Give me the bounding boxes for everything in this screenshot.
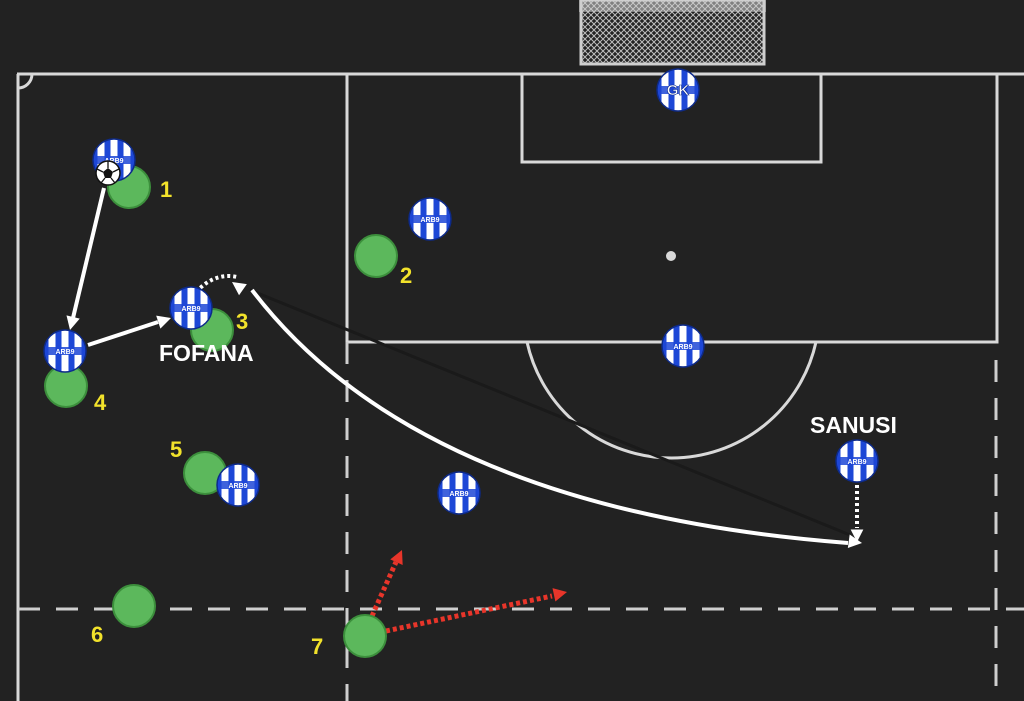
corner-arc	[17, 73, 34, 90]
soccer-ball-icon	[95, 160, 121, 186]
pass-origin-arrowhead	[232, 282, 247, 296]
kit-sponsor-text: ARB9	[449, 491, 468, 498]
player-name-sanusi: SANUSI	[810, 412, 897, 438]
attacker-number-5: 5	[170, 437, 182, 462]
pass-arrow-1-to-4	[66, 187, 106, 330]
penalty-spot	[666, 251, 676, 261]
attacker-number-6: 6	[91, 622, 103, 647]
defender-8: ARB9	[835, 439, 879, 483]
passing-lane-shadow	[249, 288, 851, 537]
defender-6: ARB9	[216, 463, 260, 507]
kit-sponsor-text: ARB9	[847, 459, 866, 466]
attacker-2	[354, 234, 398, 278]
kit-sponsor-text: ARB9	[228, 483, 247, 490]
zone-lines	[18, 342, 1024, 701]
defender-7: ARB9	[437, 471, 481, 515]
pass-arrow-3-to-sanusi	[250, 288, 862, 548]
pitch-markings	[16, 72, 1024, 701]
run-arrow-7-upward	[369, 550, 403, 618]
attacker-6	[112, 584, 156, 628]
attacker-7	[343, 614, 387, 658]
attacker-number-1: 1	[160, 177, 172, 202]
fofana-movement-arrow	[194, 274, 238, 294]
kit-sponsor-text: ARB9	[104, 158, 123, 165]
defender-2: ARB9	[408, 197, 452, 241]
penalty-arc	[525, 341, 818, 460]
goalkeeper-label: GK	[667, 82, 690, 99]
kit-sponsor-text: ARB9	[181, 306, 200, 313]
pass-arrow-4-to-3	[87, 315, 171, 347]
sanusi-movement-arrow	[850, 485, 864, 542]
kit-sponsor-text: ARB9	[55, 349, 74, 356]
defender-5: ARB9	[661, 324, 705, 368]
kit-sponsor-text: ARB9	[420, 217, 439, 224]
attacker-number-3: 3	[236, 309, 248, 334]
labels-layer: 1 2 3 4 5 6 7 FOFANA SANUSI	[91, 177, 897, 659]
attacker-number-4: 4	[94, 390, 107, 415]
kit-sponsor-text: ARB9	[673, 344, 692, 351]
defender-3: ARB9	[169, 286, 213, 330]
defender-4: ARB9	[43, 329, 87, 373]
player-name-fofana: FOFANA	[159, 340, 254, 366]
attacker-number-7: 7	[311, 634, 323, 659]
goal-net-icon	[579, 0, 766, 66]
run-arrow-7-forward	[385, 588, 567, 634]
defender-goalkeeper: GK	[656, 68, 700, 112]
arrows	[66, 187, 864, 634]
attacker-number-2: 2	[400, 263, 412, 288]
